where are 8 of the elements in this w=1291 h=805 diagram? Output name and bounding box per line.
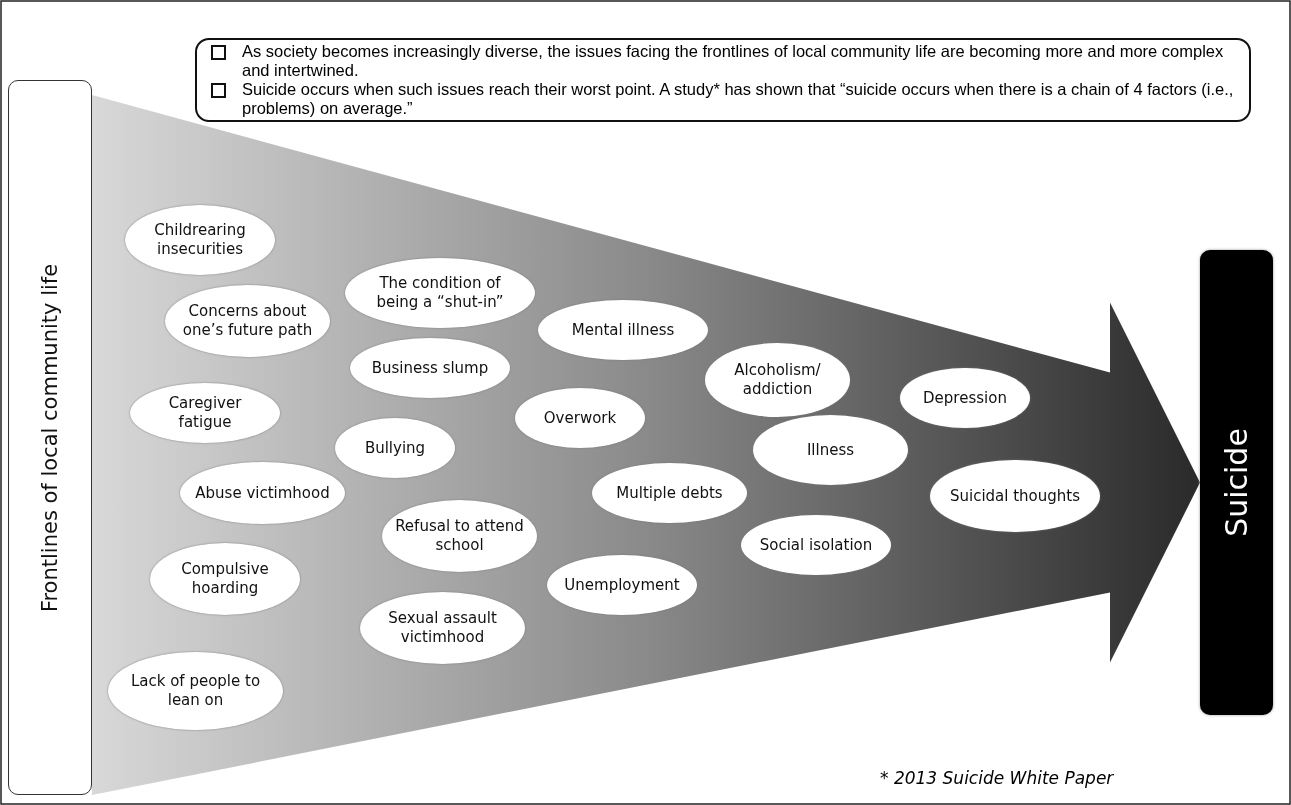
bullet-text: Suicide occurs when such issues reach their worst point. A study* has shown that “suicide occurs when there is a chain of 4 factors (i.e., problems) on average.” xyxy=(242,80,1235,118)
box-label: Frontlines of local community life xyxy=(38,263,62,612)
outcome-box xyxy=(1200,250,1273,715)
bullet-text: As society becomes increasingly diverse, the issues facing the frontlines of local community life are becoming more and more complex and intertwined. xyxy=(242,42,1225,80)
source-box xyxy=(8,80,92,795)
footnote: *2013 Suicide White Paper xyxy=(880,768,1114,788)
outcome-label: Suicide xyxy=(1219,428,1254,537)
note-box xyxy=(195,38,1251,122)
